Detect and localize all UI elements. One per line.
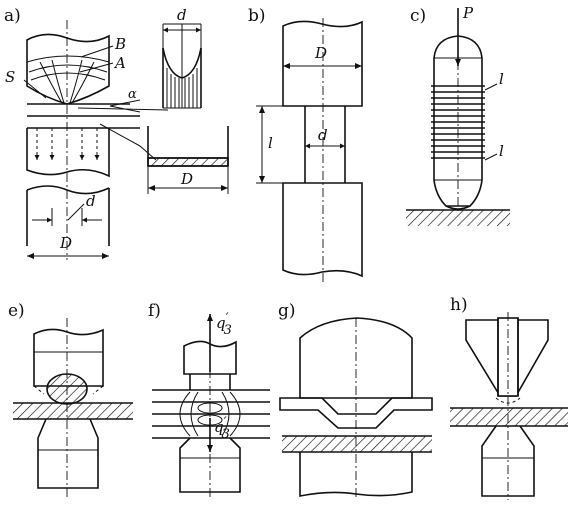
label-l: l (268, 134, 273, 152)
label-A: A (113, 54, 126, 72)
panel-g: g) (278, 301, 433, 500)
label-d-bottom: d (86, 192, 96, 210)
inset-stripes (166, 68, 198, 108)
label-q-top: q′3 (216, 311, 232, 338)
panel-e: e) (8, 301, 133, 500)
label-d: d (318, 126, 328, 144)
panel-c: c) P l l (406, 4, 510, 226)
panel-f: f) q′3 q′3 (148, 301, 270, 500)
label-d-top: d (177, 6, 187, 24)
label-D: D (314, 44, 327, 62)
panel-b-label: b) (248, 6, 266, 26)
coil-windings (431, 85, 485, 159)
label-B: B (114, 35, 126, 53)
label-D-bottom: D (59, 234, 72, 252)
panel-f-label: f) (148, 301, 161, 321)
panel-h-label: h) (450, 295, 468, 315)
panel-b: b) D l d (248, 6, 363, 285)
label-q-bottom: q′3 (214, 415, 230, 442)
panel-c-label: c) (410, 6, 426, 26)
label-S: S (5, 68, 15, 86)
label-P: P (462, 4, 474, 22)
panel-a: a) B A S α (4, 6, 229, 260)
panel-e-label: e) (8, 301, 25, 321)
label-l-bottom: l (499, 142, 504, 160)
panel-g-label: g) (278, 301, 296, 321)
label-alpha: α (128, 87, 137, 102)
label-D-right: D (180, 170, 193, 188)
panel-a-label: a) (4, 6, 21, 26)
label-l-top: l (499, 70, 504, 88)
panel-h: h) (450, 295, 568, 500)
